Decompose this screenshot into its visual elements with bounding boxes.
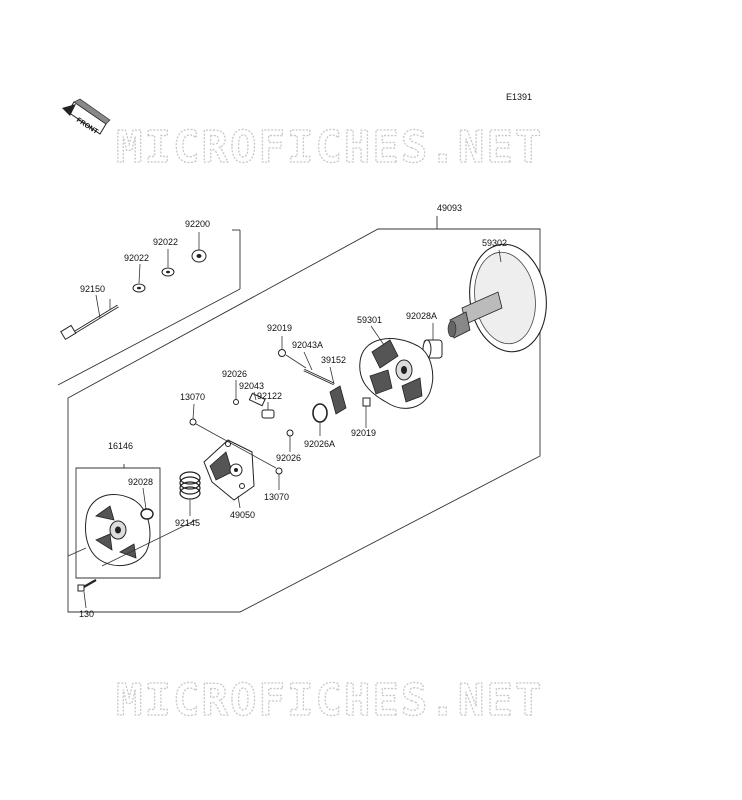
bushing-92026A — [312, 403, 328, 423]
label-92122: 92122 — [257, 391, 282, 401]
label-92019-b: 92019 — [351, 428, 376, 438]
label-92150: 92150 — [80, 284, 105, 294]
part-labels: 49093 59302 92200 92022 92022 92150 9201… — [79, 203, 507, 619]
cover-16146 — [85, 494, 154, 567]
label-92026-a: 92026 — [222, 369, 247, 379]
bushing-92028A — [422, 339, 443, 359]
label-92145: 92145 — [175, 518, 200, 528]
washer-hole — [196, 254, 202, 258]
weight-39152 — [329, 385, 347, 415]
washer-hole — [137, 286, 141, 290]
roller-92122 — [261, 409, 275, 419]
label-130: 130 — [79, 609, 94, 619]
pin-highlight — [303, 369, 335, 385]
label-13070-b: 13070 — [264, 492, 289, 502]
spring-92145 — [179, 471, 201, 500]
label-49050: 49050 — [230, 510, 255, 520]
label-92200: 92200 — [185, 219, 210, 229]
movable-sheave-59301 — [359, 338, 434, 409]
assembly-box-16146 — [75, 464, 161, 579]
watermark-top: MICROFICHES.NET — [116, 122, 543, 173]
diagram-code: E1391 — [506, 92, 532, 102]
label-92043: 92043 — [239, 381, 264, 391]
label-92043A: 92043A — [292, 340, 323, 350]
bolt-130 — [77, 579, 97, 592]
label-39152: 39152 — [321, 355, 346, 365]
watermark-bottom: MICROFICHES.NET — [116, 675, 543, 726]
label-92026-b: 92026 — [276, 453, 301, 463]
label-92028A: 92028A — [406, 311, 437, 321]
bushing-13070-a — [189, 418, 197, 426]
label-59302: 59302 — [482, 238, 507, 248]
bolt-92150 — [60, 299, 119, 341]
nut-92019-a — [278, 349, 286, 357]
label-16146: 16146 — [108, 441, 133, 451]
washer-92026-b — [286, 429, 294, 437]
bushing-92028 — [140, 508, 154, 520]
washer-hole — [166, 270, 170, 274]
bushing-13070-b — [275, 467, 283, 475]
label-92026A: 92026A — [304, 439, 335, 449]
washer-92026-a — [233, 399, 239, 405]
label-49093: 49093 — [437, 203, 462, 213]
label-92022-a: 92022 — [124, 253, 149, 263]
pin-92043 — [248, 392, 266, 407]
assembly-box-49093 — [57, 216, 541, 613]
front-arrow-icon: FRONT — [62, 98, 111, 136]
label-92028: 92028 — [128, 477, 153, 487]
nut-92019-b — [362, 397, 371, 407]
label-92019-a: 92019 — [267, 323, 292, 333]
label-92022-b: 92022 — [153, 237, 178, 247]
leader-lines — [67, 232, 502, 609]
fixed-sheave-59302 — [447, 243, 547, 353]
label-13070-a: 13070 — [180, 392, 205, 402]
spider-49050 — [203, 439, 255, 501]
label-59301: 59301 — [357, 315, 382, 325]
